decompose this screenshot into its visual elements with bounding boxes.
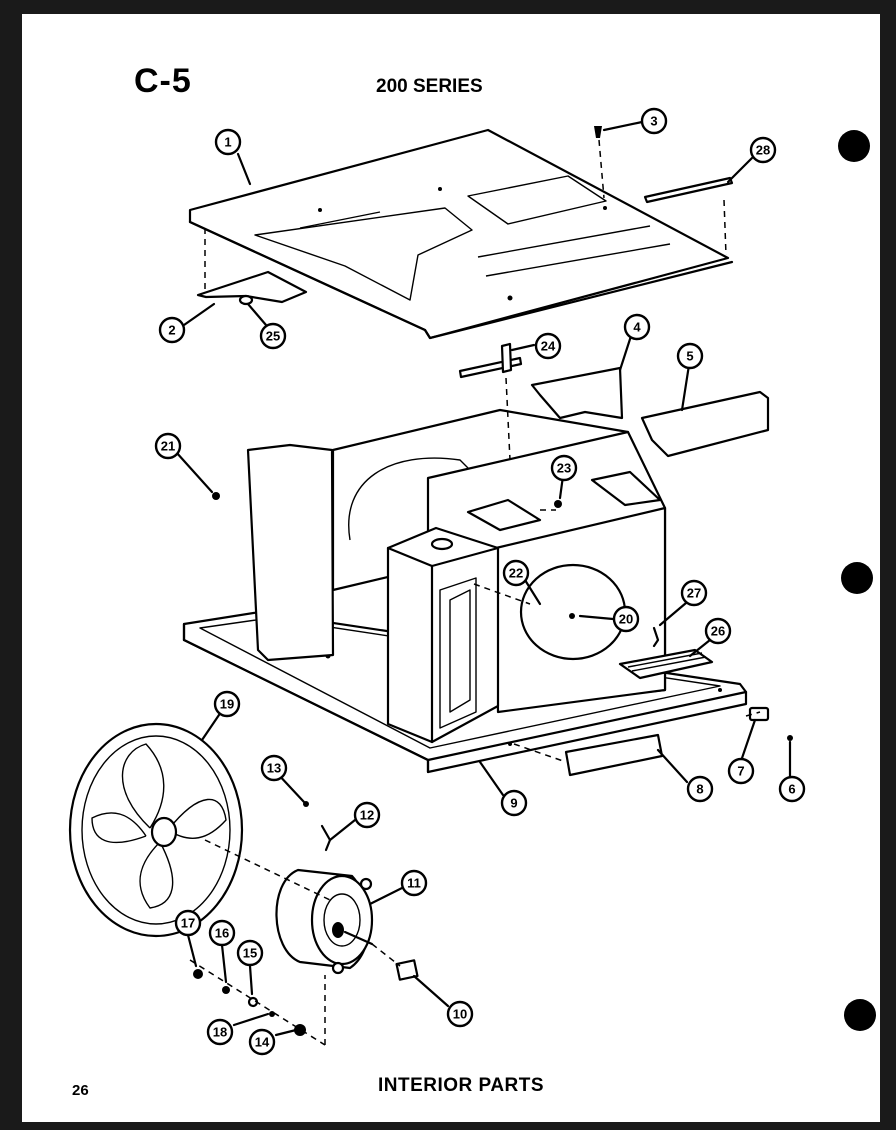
svg-text:21: 21 [161,439,175,454]
svg-text:18: 18 [213,1025,227,1040]
callout-19: 19 [213,690,241,718]
svg-text:12: 12 [360,808,374,823]
svg-text:6: 6 [788,782,795,797]
callout-16: 16 [208,919,236,947]
callout-27: 27 [680,579,708,607]
svg-text:5: 5 [686,349,693,364]
callout-20: 20 [612,605,640,633]
page-code: C-5 [134,62,192,100]
blower-housing-part [426,430,667,714]
callout-26: 26 [704,617,732,645]
callout-11: 11 [400,869,428,897]
callout-12: 12 [353,801,381,829]
svg-text:24: 24 [541,339,556,354]
callout-15: 15 [236,939,264,967]
callout-2: 2 [158,316,186,344]
clip-part-12 [320,824,332,852]
svg-text:28: 28 [756,143,770,158]
grille-part [618,648,714,680]
motor-part [275,868,374,975]
callout-25: 25 [259,322,287,350]
callout-23: 23 [550,454,578,482]
svg-text:20: 20 [619,612,633,627]
leader-lines [174,120,792,1037]
svg-text:4: 4 [633,320,641,335]
clip-part [652,626,660,648]
top-cover-part [188,128,734,340]
screw-part [594,126,602,138]
callout-14: 14 [248,1028,276,1056]
nut-part [212,492,220,500]
svg-text:13: 13 [267,761,281,776]
left-side-wall-part [246,443,335,662]
fan-blade-part [68,722,244,938]
svg-text:16: 16 [215,926,229,941]
callout-28: 28 [749,136,777,164]
callout-7: 7 [727,757,755,785]
callout-6: 6 [778,775,806,803]
callout-4: 4 [623,313,651,341]
svg-text:14: 14 [255,1035,270,1050]
series-title: 200 SERIES [376,76,483,97]
svg-text:7: 7 [737,764,744,779]
part-6-screw [787,735,793,741]
part-7-block [748,706,770,722]
hanger-bracket-part [458,342,523,379]
callout-5: 5 [676,342,704,370]
svg-text:1: 1 [224,135,231,150]
callout-3: 3 [640,107,668,135]
binder-hole-bottom [844,999,876,1031]
svg-text:15: 15 [243,946,257,961]
mount-bracket-part [395,959,419,981]
svg-text:2: 2 [168,323,175,338]
front-panel-part [386,526,500,744]
svg-text:19: 19 [220,697,234,712]
svg-text:17: 17 [181,916,195,931]
callout-17: 17 [174,909,202,937]
callout-10: 10 [446,1000,474,1028]
bracket-part [196,270,308,306]
callout-18: 18 [206,1018,234,1046]
binder-hole-top [838,130,870,162]
callout-13: 13 [260,754,288,782]
svg-text:3: 3 [650,114,657,129]
strip-part [643,176,734,204]
callout-8: 8 [686,775,714,803]
page-number: 26 [72,1082,89,1099]
callout-21: 21 [154,432,182,460]
svg-text:11: 11 [407,876,421,891]
svg-text:26: 26 [711,624,725,639]
svg-text:25: 25 [266,329,280,344]
callout-1: 1 [214,128,242,156]
callout-9: 9 [500,789,528,817]
svg-text:10: 10 [453,1007,467,1022]
callout-22: 22 [502,559,530,587]
callout-24: 24 [534,332,562,360]
page-caption: INTERIOR PARTS [378,1075,545,1096]
hardware-stack [193,969,306,1036]
binder-hole-middle [841,562,873,594]
svg-text:23: 23 [557,461,571,476]
explode-lines [189,139,761,1046]
panel-part-5 [640,390,770,458]
svg-text:22: 22 [509,566,523,581]
svg-text:8: 8 [696,782,703,797]
svg-text:27: 27 [687,586,701,601]
svg-text:9: 9 [510,796,517,811]
strip-part-8 [564,733,664,777]
panel-part-4 [530,366,624,420]
